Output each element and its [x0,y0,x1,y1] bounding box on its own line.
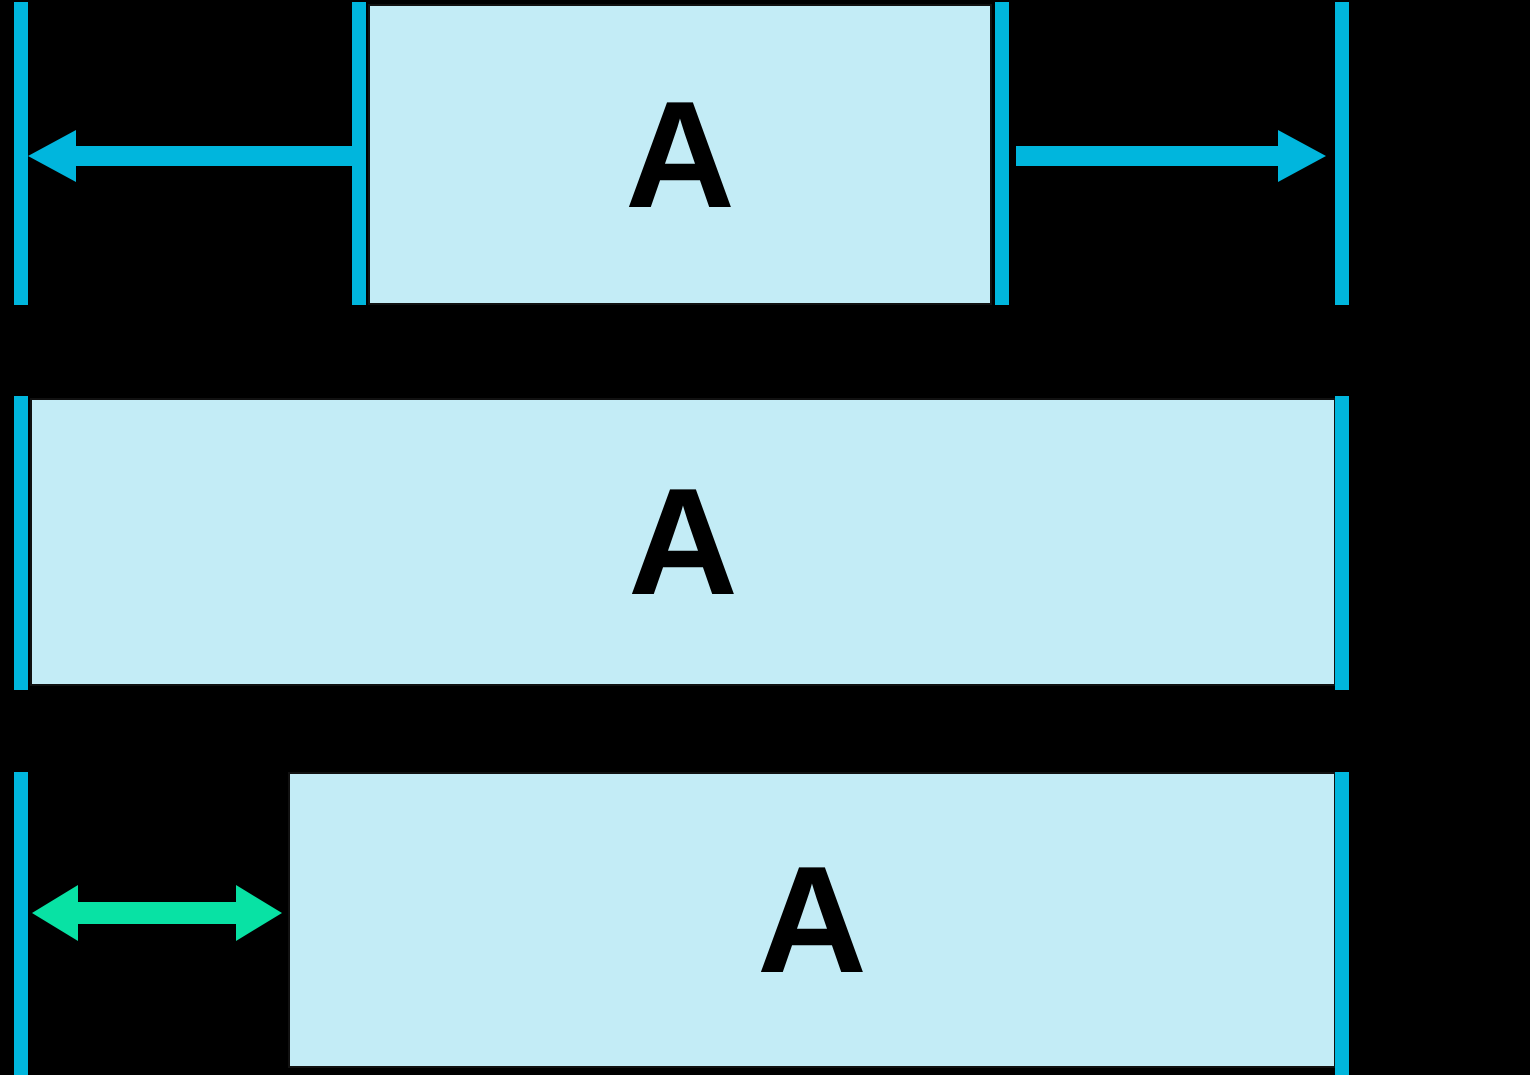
box-a-row1-label: A [625,69,735,240]
guide-line-right-boundary-row2 [1335,396,1349,690]
box-a-row1: A [368,4,992,305]
box-a-row2: A [30,398,1336,686]
guide-line-box-right-edge-row1 [995,2,1009,305]
guide-line-left-boundary-row1 [14,2,28,305]
guide-line-left-boundary-row3 [14,772,28,1075]
box-a-row3-label: A [757,835,867,1005]
guide-line-box-left-edge-row1 [352,2,366,305]
guide-line-right-boundary-row1 [1335,2,1349,305]
guide-line-left-boundary-row2 [14,396,28,690]
guide-line-right-boundary-row3 [1335,772,1349,1075]
box-a-row2-label: A [628,457,738,627]
left-margin-arrow-row1 [28,128,358,184]
diagram-row-centered-box: A [0,0,1530,340]
left-offset-arrow-row3 [32,882,282,944]
box-a-row3: A [288,772,1336,1068]
diagram-row-offset-box: A [0,772,1530,1075]
diagram-row-full-width-box: A [0,396,1530,692]
right-margin-arrow-row1 [1016,128,1326,184]
